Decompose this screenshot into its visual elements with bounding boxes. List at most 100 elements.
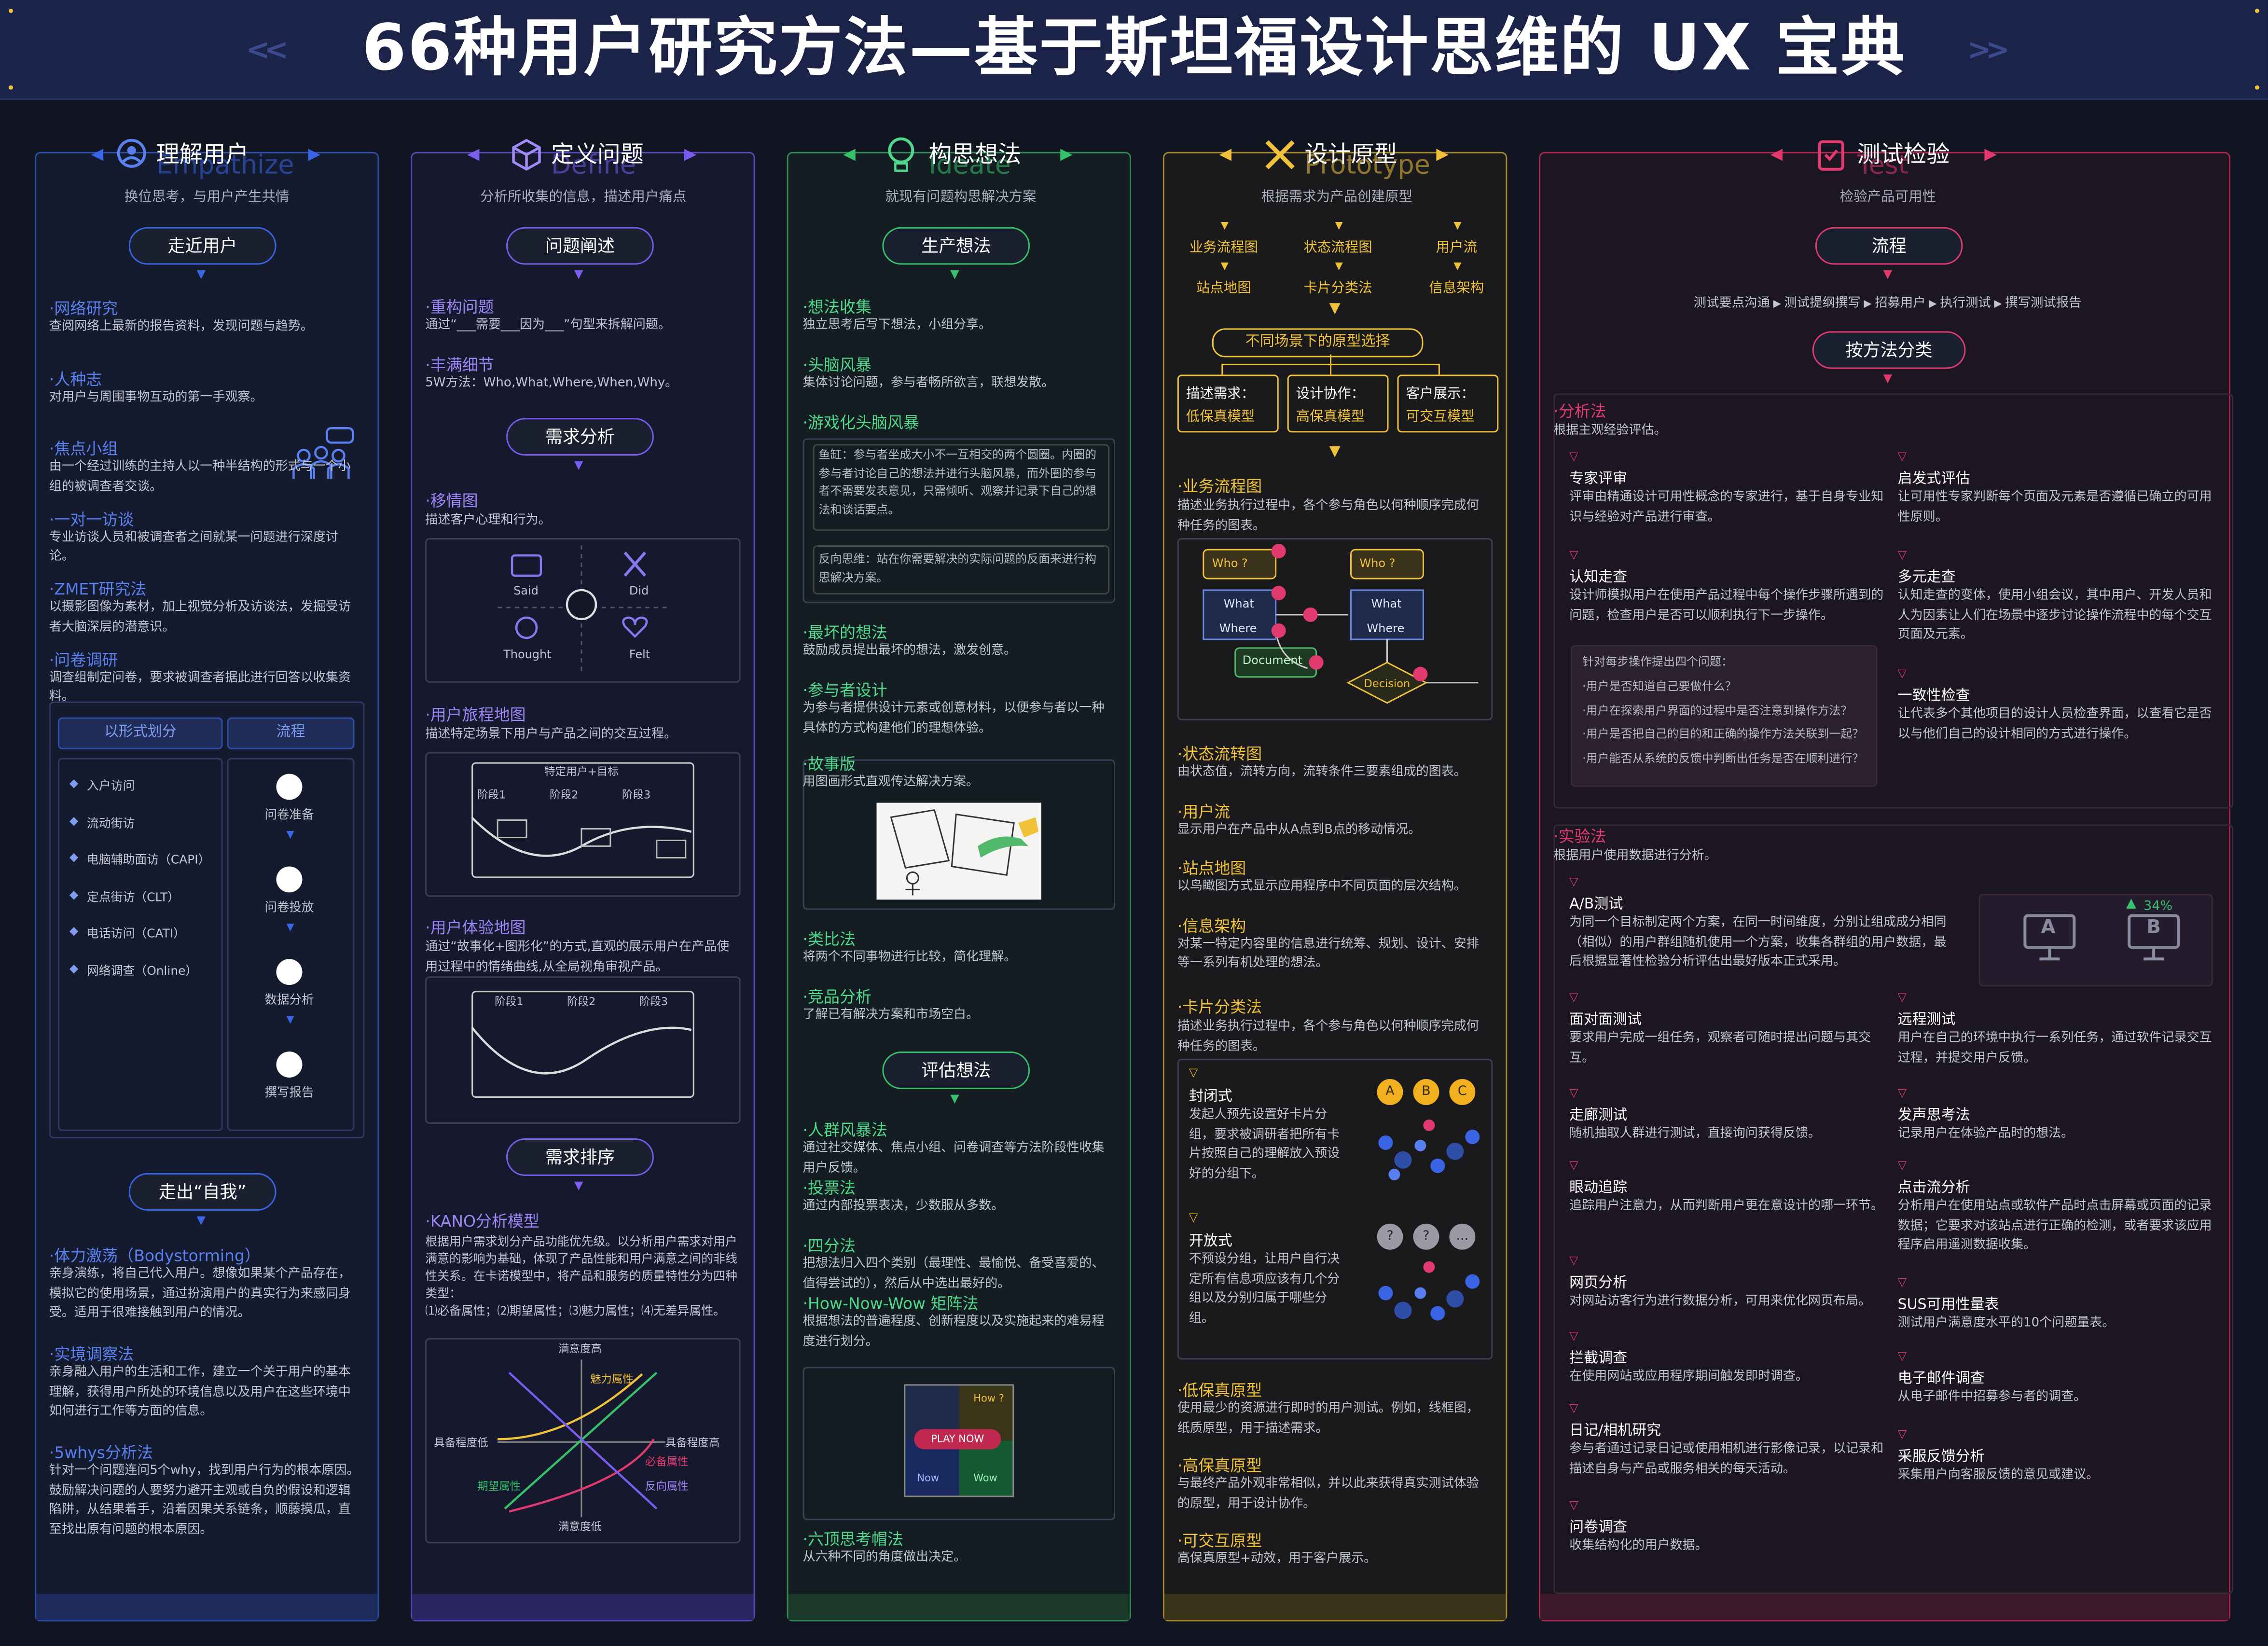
- section-desc: 针对一个问题连问5个why，找到用户行为的根本原因。鼓励解决问题的人要努力避开主…: [49, 1464, 360, 1537]
- column-footer: [788, 1594, 1130, 1620]
- section-desc: 根据用户需求划分产品功能优先级。以分析用户需求对用户满意的影响为基础，体现了产品…: [425, 1233, 737, 1318]
- down-triangle-icon: ▼: [1220, 220, 1229, 232]
- game-brainstorm-box: [802, 438, 1115, 603]
- walkthrough-questions-box: [1571, 645, 1878, 787]
- approach-pill: 走近用户: [128, 227, 277, 265]
- section-title: ·卡片分类法: [1177, 998, 1262, 1017]
- kano-attractive: 魅力属性: [590, 1372, 634, 1386]
- method-desc: 认知走查的变体，使用小组会议，其中用户、开发人员和人为因素让人们在场景中逐步讨论…: [1897, 588, 2212, 642]
- method-desc: 在使用网站或应用程序期间触发即时调查。: [1569, 1369, 1808, 1384]
- section-title: ·丰满细节: [425, 356, 494, 375]
- survey-form-item: 入户访问: [86, 778, 135, 793]
- section-title: ·故事版: [802, 755, 856, 774]
- survey-form-header: 以形式划分: [57, 717, 223, 749]
- section-desc: 描述特定场景下用户与产品之间的交互过程。: [425, 727, 677, 742]
- choice-model: 可交互模型: [1406, 409, 1475, 426]
- storyboard-illustration: [876, 802, 1042, 900]
- stage-subtitle: 就现有问题构思解决方案: [885, 189, 1037, 206]
- down-triangle-icon: ▼: [196, 1213, 206, 1227]
- chevron-decoration-icon: <<: [246, 31, 289, 67]
- stage-title: 测试检验: [1857, 140, 1950, 168]
- section-desc: 5W方法：Who,What,Where,When,Why。: [425, 376, 678, 391]
- method-desc: 让代表多个其他项目的设计人员检查界面，以查看它是否以与他们自己的设计相同的方式进…: [1897, 707, 2212, 742]
- step-arrow-icon: ▶: [1860, 298, 1875, 310]
- empathy-thought-label: Thought: [503, 648, 552, 661]
- approach-pill-2: 走出“自我”: [128, 1173, 277, 1211]
- flow-step-icon: [276, 866, 303, 893]
- chevron-decoration-icon: >>: [1967, 31, 2009, 67]
- column-empathize: [34, 152, 379, 1622]
- card-label: ?: [1413, 1223, 1439, 1250]
- matrix-now: Now: [917, 1472, 940, 1484]
- method-desc: 测试用户满意度水平的10个问题量表。: [1897, 1316, 2115, 1331]
- open-sort-title: 开放式: [1189, 1233, 1232, 1250]
- column-test: [1539, 152, 2230, 1622]
- down-triangle-icon: ▼: [574, 458, 583, 472]
- walkthrough-question: ·用户是否把自己的目的和正确的操作方法关联到一起？: [1582, 727, 1864, 741]
- method-title: 多元走查: [1897, 569, 1956, 586]
- method-desc: 采集用户向客服反馈的意见或建议。: [1897, 1468, 2099, 1483]
- survey-form-item: 网络调查（Online）: [86, 962, 198, 977]
- stage-en-label: Prototype: [1304, 150, 1430, 181]
- method-title: 拦截调查: [1569, 1351, 1628, 1367]
- method-desc: 评审由精通设计可用性概念的专家进行，基于自身专业知识与经验对产品进行审查。: [1569, 490, 1884, 525]
- open-sort-desc: 不预设分组，让用户自行决定所有信息项应该有几个分组以及分别归属于哪些分组。: [1189, 1252, 1340, 1326]
- corner-dot: [8, 8, 13, 13]
- down-triangle-icon: ▽: [1189, 1066, 1198, 1079]
- method-desc: 收集结构化的用户数据。: [1569, 1539, 1708, 1554]
- header-banner: << >> 66种用户研究方法—基于斯坦福设计思维的 UX 宝典: [0, 0, 2268, 100]
- method-desc: 要求用户完成一组任务，观察者可随时提出问题与其交互。: [1569, 1031, 1871, 1065]
- test-step: 测试提纲撰写: [1784, 296, 1861, 311]
- kano-panel: [425, 1338, 741, 1544]
- flow-where-2: Where: [1367, 622, 1405, 635]
- section-desc: 了解已有解决方案和市场空白。: [802, 1008, 979, 1023]
- reverse-card: [813, 545, 1110, 595]
- form-icon: ◆: [69, 961, 79, 974]
- stage-title: 构思想法: [928, 140, 1022, 168]
- down-triangle-icon: ▼: [1335, 260, 1343, 272]
- section-title: ·体力激荡（Bodystorming）: [49, 1246, 261, 1266]
- method-title: 眼动追踪: [1569, 1180, 1628, 1196]
- section-title: ·移情图: [425, 492, 478, 511]
- section-desc: 对用户与周围事物互动的第一手观察。: [49, 389, 263, 404]
- ab-test-illustration: [1978, 894, 2213, 987]
- walkthrough-question: ·用户在探索用户界面的过程中是否注意到操作方法？: [1582, 704, 1853, 717]
- fishbowl-card: [813, 444, 1110, 531]
- reverse-text: 反向思维：站在你需要解决的实际问题的反面来进行构思解决方案。: [818, 553, 1097, 584]
- section-title: ·状态流转图: [1177, 745, 1262, 764]
- form-icon: ◆: [69, 850, 79, 864]
- journey-map-panel: [425, 752, 741, 897]
- tools-icon: [1265, 140, 1295, 169]
- down-triangle-icon: ▽: [1897, 1158, 1907, 1172]
- stage-en-label: Empathize: [156, 150, 294, 181]
- section-desc: 用图画形式直观传达解决方案。: [802, 775, 979, 790]
- down-triangle-icon: ▽: [1569, 991, 1578, 1004]
- section-desc: 专业访谈人员和被调查者之间就某一问题进行深度讨论。: [49, 530, 338, 564]
- down-triangle-icon: ▽: [1897, 1427, 1907, 1441]
- method-desc: 随机抽取人群进行测试，直接询问获得反馈。: [1569, 1126, 1821, 1141]
- evaluate-pill: 评估想法: [882, 1051, 1030, 1090]
- matrix-wow: Wow: [973, 1472, 997, 1484]
- section-title: ·问卷调研: [49, 650, 118, 669]
- down-triangle-icon: ▽: [1189, 1210, 1198, 1224]
- flow-decision: Decision: [1364, 677, 1411, 690]
- left-arrow-icon: ◀: [467, 144, 480, 164]
- experience-stage: 阶段3: [639, 995, 668, 1009]
- method-title: 一致性检查: [1897, 688, 1970, 705]
- section-desc: 与最终产品外观非常相似，并以此来获得真实测试体验的原型，用于设计协作。: [1177, 1477, 1479, 1511]
- section-title: ·头脑风暴: [802, 356, 871, 375]
- section-desc: 显示用户在产品中从A点到B点的移动情况。: [1177, 822, 1421, 837]
- experience-map-table: [471, 991, 694, 1098]
- kano-performance: 期望属性: [477, 1480, 521, 1493]
- down-triangle-icon: ▽: [1897, 1275, 1907, 1289]
- down-triangle-icon: ▼: [286, 829, 294, 841]
- method-title: 认知走查: [1569, 569, 1628, 586]
- down-triangle-icon: ▽: [1897, 1349, 1907, 1363]
- section-desc: 描述业务执行过程中，各个参与角色以何种顺序完成何种任务的图表。: [1177, 1020, 1479, 1054]
- lightbulb-icon: [888, 137, 914, 172]
- kano-diagram: [498, 1359, 665, 1518]
- prototype-type: 业务流程图: [1189, 240, 1258, 256]
- section-title: ·KANO分析模型: [425, 1212, 539, 1231]
- ab-label-a: A: [2041, 917, 2056, 939]
- closed-sort-desc: 发起人预先设置好卡片分组，要求被调研者把所有卡片按照自己的理解放入预设好的分组下…: [1189, 1108, 1340, 1181]
